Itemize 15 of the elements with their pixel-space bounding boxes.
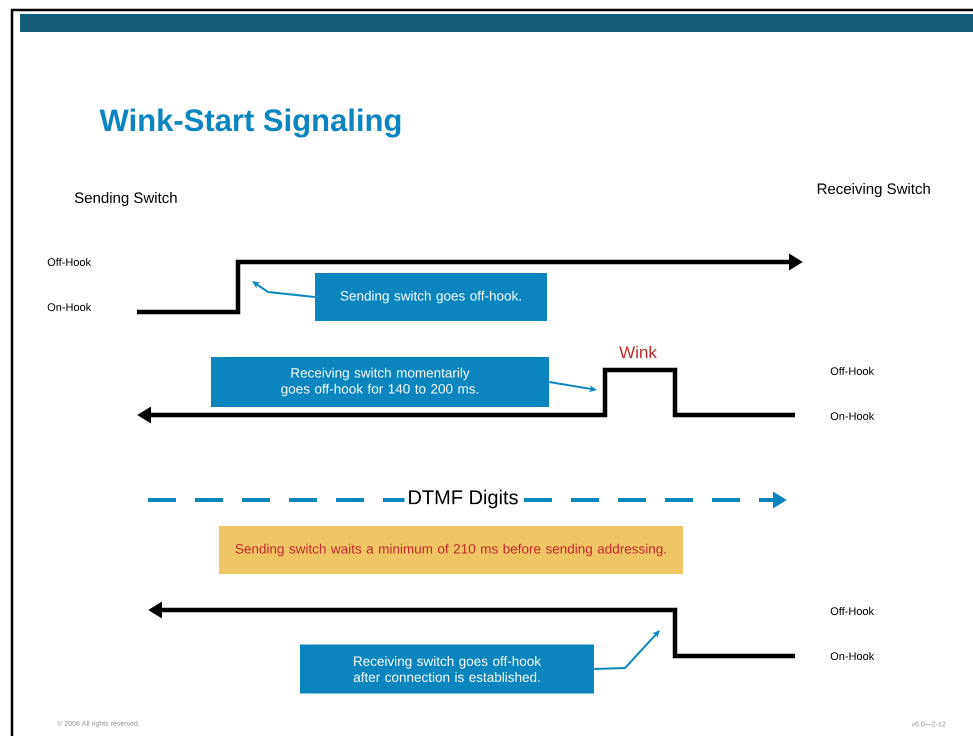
state-label: Off-Hook <box>830 606 874 616</box>
signal-label: DTMF Digits <box>404 486 522 512</box>
callout-box: Receiving switch momentarily goes off-hook for 140 to 200 ms. <box>211 357 549 407</box>
pulse-label: Wink <box>619 346 657 358</box>
callout-box: Sending switch goes off-hook. <box>315 273 547 321</box>
state-label: On-Hook <box>830 652 874 660</box>
callout-box: Receiving switch goes off-hook after connection is established. <box>300 644 594 694</box>
state-label: Off-Hook <box>830 366 874 376</box>
panel-heading: Sending Switch <box>74 192 177 206</box>
callout-box: Sending switch waits a minimum of 210 ms before sending addressing. <box>219 526 683 574</box>
state-label: Off-Hook <box>48 258 92 266</box>
state-label: On-Hook <box>830 412 874 420</box>
panel-heading: Receiving Switch <box>818 183 930 197</box>
state-label: On-Hook <box>48 302 92 312</box>
slide-title: Wink-Start Signaling <box>100 108 400 138</box>
